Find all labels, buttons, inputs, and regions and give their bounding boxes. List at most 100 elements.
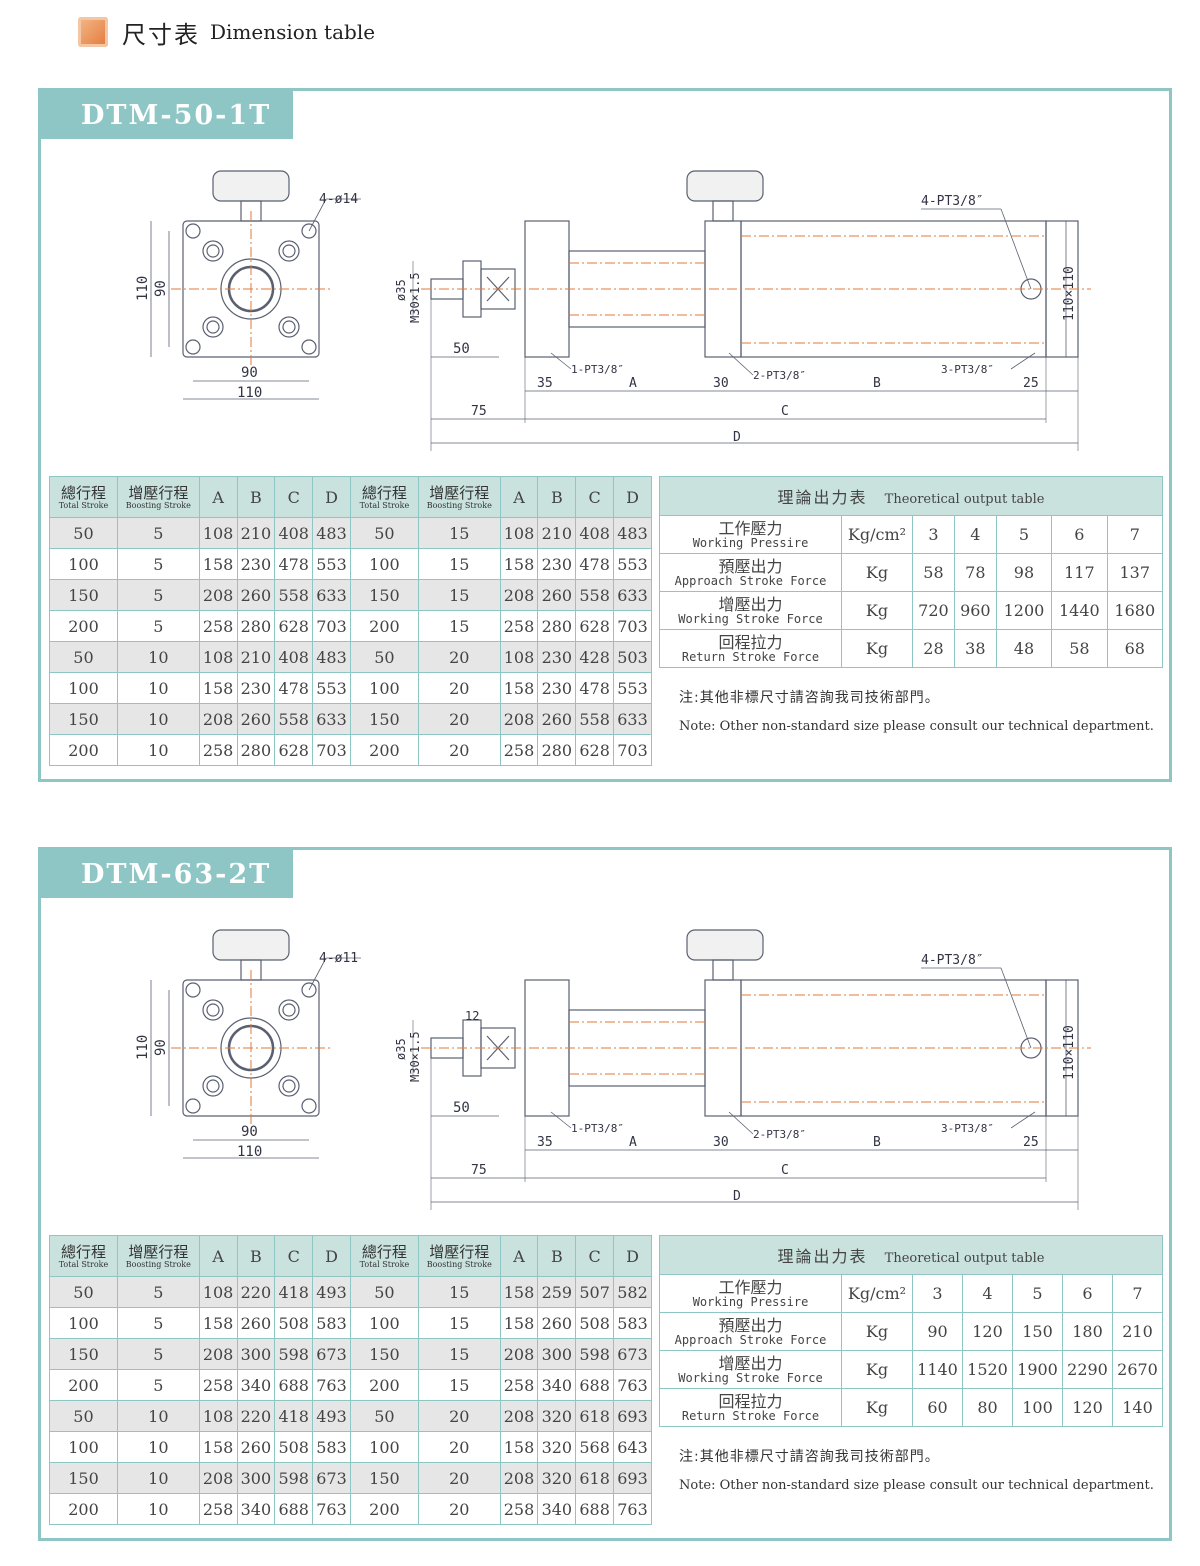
table-cell: 598 <box>274 1462 314 1494</box>
table-cell: 483 <box>312 517 351 549</box>
note-zh: 注:其他非標尺寸請咨詢我司技術部門。 <box>679 1449 940 1465</box>
output-value: 720 <box>912 591 955 630</box>
output-value: 58 <box>912 553 955 592</box>
table-cell: 673 <box>312 1338 351 1370</box>
dim-header-zh: 增壓行程 <box>128 1242 189 1261</box>
table-cell: 483 <box>312 641 351 673</box>
table-cell: 428 <box>575 641 615 673</box>
gauge-icon <box>686 929 764 961</box>
table-cell: 688 <box>575 1493 615 1525</box>
table-cell: 258 <box>499 610 539 642</box>
model-panel: DTM-50-1T <box>38 88 1172 782</box>
table-cell: 158 <box>499 672 539 704</box>
table-cell: 15 <box>417 517 501 549</box>
dim-header-cell: D <box>613 1235 652 1277</box>
table-cell: 418 <box>274 1276 314 1308</box>
output-label-en: Return Stroke Force <box>681 649 820 664</box>
section-title-zh: 尺寸表 <box>122 20 200 49</box>
table-cell: 100 <box>49 672 118 704</box>
table-cell: 553 <box>312 672 351 704</box>
table-cell: 20 <box>417 1493 501 1525</box>
table-cell: 150 <box>349 1338 419 1370</box>
height-90-label: 90 <box>153 280 169 297</box>
table-cell: 280 <box>537 734 577 766</box>
table-cell: 258 <box>499 1493 539 1525</box>
table-cell: 10 <box>116 1400 200 1432</box>
output-value: 1440 <box>1051 591 1108 630</box>
output-label-zh: 回程拉力 <box>718 1391 783 1411</box>
thread-label: M30×1.5 <box>408 1031 422 1082</box>
table-cell: 208 <box>499 1400 539 1432</box>
output-value: 137 <box>1106 553 1164 592</box>
table-cell: 10 <box>116 641 200 673</box>
table-cell: 150 <box>49 703 118 735</box>
table-cell: 220 <box>236 1276 276 1308</box>
dim-B-label: B <box>873 376 881 391</box>
output-unit: Kg/cm² <box>841 515 913 554</box>
table-cell: 693 <box>613 1400 652 1432</box>
section-title-en: Dimension table <box>210 20 376 44</box>
table-cell: 10 <box>116 1462 200 1494</box>
table-cell: 673 <box>613 1338 652 1370</box>
output-value: 120 <box>1062 1388 1113 1427</box>
table-cell: 583 <box>613 1307 652 1339</box>
table-cell: 100 <box>349 672 419 704</box>
table-cell: 200 <box>49 1493 118 1525</box>
dim-header-cell: A <box>499 1235 539 1277</box>
table-cell: 220 <box>236 1400 276 1432</box>
height-110-label: 110 <box>135 1035 151 1060</box>
table-cell: 5 <box>116 610 200 642</box>
dim-header-zh: 增壓行程 <box>429 483 490 502</box>
output-value: 6 <box>1051 515 1108 554</box>
table-cell: 583 <box>312 1307 351 1339</box>
output-value: 5 <box>1012 1274 1063 1313</box>
hole-label: 4-ø11 <box>319 951 358 966</box>
table-cell: 20 <box>417 1400 501 1432</box>
height-110-label: 110 <box>135 276 151 301</box>
table-cell: 200 <box>49 1369 118 1401</box>
table-cell: 20 <box>417 672 501 704</box>
table-cell: 10 <box>116 1431 200 1463</box>
table-cell: 20 <box>417 1462 501 1494</box>
table-cell: 100 <box>49 548 118 580</box>
output-unit: Kg/cm² <box>841 1274 913 1313</box>
table-cell: 478 <box>274 672 314 704</box>
table-cell: 320 <box>537 1462 577 1494</box>
table-cell: 108 <box>499 517 539 549</box>
table-cell: 618 <box>575 1400 615 1432</box>
table-cell: 200 <box>49 734 118 766</box>
dim-header-cell: A <box>499 476 539 518</box>
output-label-zh: 工作壓力 <box>718 518 783 538</box>
table-cell: 5 <box>116 1369 200 1401</box>
note-en: Note: Other non-standard size please con… <box>679 719 1154 734</box>
output-value: 5 <box>995 515 1053 554</box>
table-cell: 10 <box>116 703 200 735</box>
table-cell: 108 <box>499 641 539 673</box>
table-cell: 15 <box>417 610 501 642</box>
output-value: 68 <box>1106 629 1164 668</box>
technical-drawing: 4-ø14 110 90 90 110 ø35 M30×1.5 50 1-PT3… <box>135 170 1091 451</box>
table-cell: 418 <box>274 1400 314 1432</box>
table-cell: 478 <box>575 548 615 580</box>
port-4-label: 4-PT3/8″ <box>921 194 984 209</box>
output-table-title: 理論出力表 Theoretical output table <box>659 476 1163 516</box>
output-value: 3 <box>912 1274 963 1313</box>
table-cell: 158 <box>499 1276 539 1308</box>
table-cell: 280 <box>537 610 577 642</box>
table-cell: 208 <box>499 703 539 735</box>
table-cell: 150 <box>349 1462 419 1494</box>
